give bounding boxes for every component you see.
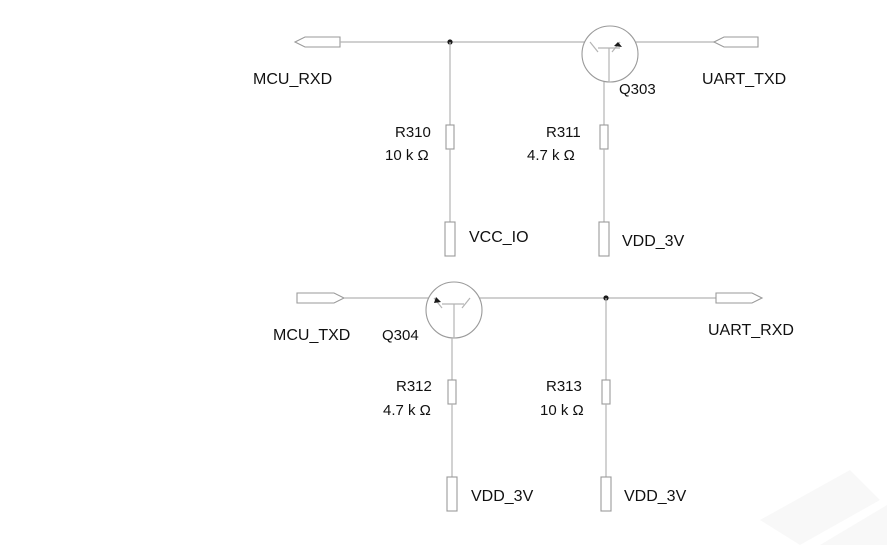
label-vdd-3v-a: VDD_3V <box>622 233 685 250</box>
upper-circuit: MCU_RXD UART_TXD Q303 R310 10 k Ω VCC_IO… <box>253 25 786 257</box>
label-vdd-3v-b: VDD_3V <box>471 488 534 505</box>
port-mcu-txd <box>296 292 346 304</box>
label-r311-ref: R311 <box>546 124 581 141</box>
port-mcu-rxd <box>293 36 341 48</box>
label-vcc-io: VCC_IO <box>469 229 529 246</box>
label-r312-ref: R312 <box>396 378 432 395</box>
resistor-r312 <box>447 379 457 405</box>
label-r310-value: 10 k Ω <box>385 147 429 164</box>
supply-vdd-3v-body-b <box>446 476 458 512</box>
transistor-q304 <box>425 281 483 339</box>
port-uart-rxd <box>715 292 764 304</box>
lower-circuit: MCU_TXD Q304 UART_RXD R312 4.7 k Ω VDD_3… <box>273 281 794 512</box>
supply-vcc-io-body <box>444 221 456 257</box>
label-vdd-3v-c: VDD_3V <box>624 488 687 505</box>
label-uart-rxd: UART_RXD <box>708 322 794 339</box>
resistor-r313 <box>601 379 611 405</box>
resistor-r311 <box>599 124 609 150</box>
label-uart-txd: UART_TXD <box>702 71 786 88</box>
transistor-q303 <box>581 25 639 83</box>
label-q303: Q303 <box>619 81 656 98</box>
label-q304: Q304 <box>382 327 419 344</box>
label-r311-value: 4.7 k Ω <box>527 147 575 164</box>
label-r313-ref: R313 <box>546 378 582 395</box>
label-r312-value: 4.7 k Ω <box>383 402 431 419</box>
label-mcu-txd: MCU_TXD <box>273 327 350 344</box>
label-r313-value: 10 k Ω <box>540 402 584 419</box>
label-r310-ref: R310 <box>395 124 431 141</box>
label-mcu-rxd: MCU_RXD <box>253 71 332 88</box>
supply-vdd-3v-body-c <box>600 476 612 512</box>
supply-vdd-3v-body-a <box>598 221 610 257</box>
port-uart-txd <box>712 36 759 48</box>
watermark <box>760 470 887 545</box>
resistor-r310 <box>445 124 455 150</box>
